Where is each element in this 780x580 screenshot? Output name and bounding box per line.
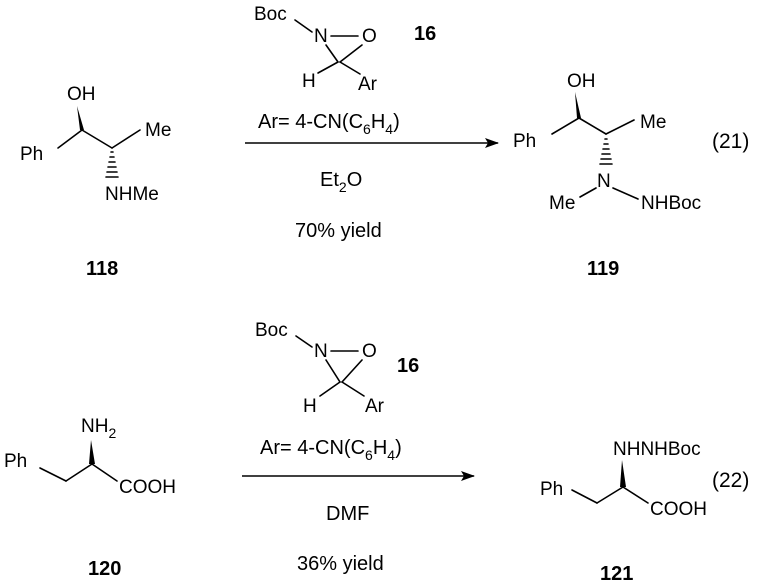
hydrazide-label: NHNHBoc [613,439,701,460]
oxygen-label: O [362,341,377,362]
hydrogen-label: H [303,396,317,417]
wedge-bond [620,460,626,487]
compound-number-120: 120 [88,558,121,580]
bond-ph [57,129,83,149]
solvent-label: Et2O [320,169,362,195]
reaction-22: NH2 Ph COOH 120 Boc N O H Ar 16 Ar= 4-CN… [4,320,749,580]
nitrogen-label: N [314,26,328,47]
yield-label: 70% yield [295,220,382,242]
bond-n-c [325,359,341,383]
nitrogen-label: N [597,171,611,192]
bond-ph-ch2 [39,467,67,482]
bond-n-me [579,187,597,198]
yield-label: 36% yield [297,553,384,575]
phenyl-label: Ph [540,479,563,500]
aryl-label: Ar [358,74,378,95]
bond-ph [551,117,580,135]
bond-o-c [341,359,363,383]
bond-n-n [612,187,639,200]
bond-me [605,119,635,135]
bond-me [111,129,141,149]
bond-backbone [578,117,607,135]
bond-boc-n [295,335,313,348]
wedge-bond [89,440,95,464]
methyl-label: Me [640,112,666,133]
bond-ph-ch2 [571,489,598,504]
phenyl-label: Ph [20,144,43,165]
compound-number-121: 121 [600,563,633,580]
hash-bond [105,151,119,178]
wedge-bond [575,92,581,118]
amino-label: NH2 [81,416,116,441]
compound-118: OH Me Ph NHMe 118 [20,84,171,280]
hash-bond [599,138,613,165]
oxaziridine-reagent-16: Boc N O H Ar 16 [255,320,419,417]
aryl-definition: Ar= 4-CN(C6H4) [258,111,400,137]
wedge-bond [77,106,84,130]
bond-backbone [81,129,113,149]
equation-number-22: (22) [712,469,749,492]
oxygen-label: O [362,26,377,47]
hydroxyl-label: OH [67,84,96,105]
nitrogen-label: N [314,341,328,362]
bond-c-h [317,61,339,74]
phenyl-label: Ph [513,131,536,152]
boc-label: Boc [255,320,288,341]
compound-number-118: 118 [86,258,118,280]
compound-number-16: 16 [397,355,419,377]
compound-119: OH Me Ph N Me NHBoc 119 [513,71,701,280]
hydroxyl-label: OH [567,71,596,92]
bond-c-ar [341,381,365,397]
bond-ca-cooh [622,486,649,504]
bond-ca-cooh [91,463,118,482]
bond-boc-n [294,19,313,33]
bond-c-h [319,381,341,397]
compound-120: NH2 Ph COOH 120 [4,416,176,580]
bond-n-c [325,44,339,63]
boc-label: Boc [254,4,287,25]
equation-number-21: (21) [712,130,749,153]
methyl-label: Me [145,120,171,141]
oxaziridine-reagent-16: Boc N O H Ar 16 [254,4,436,95]
solvent-label: DMF [326,503,369,525]
phenyl-label: Ph [4,451,27,472]
methylamino-label: NHMe [105,184,159,205]
hydrogen-label: H [302,71,316,92]
carboxyl-label: COOH [119,477,176,498]
aryl-label: Ar [365,396,385,417]
aryl-definition: Ar= 4-CN(C6H4) [260,437,402,463]
bond-ch2-ca [65,463,93,482]
compound-121: NHNHBoc Ph COOH 121 [540,439,707,580]
bond-o-c [339,44,363,63]
reaction-21: OH Me Ph NHMe 118 Boc N O H [20,4,749,280]
bond-ch2-ca [596,486,624,504]
carboxyl-label: COOH [650,499,707,520]
n-methyl-label: Me [549,193,575,214]
compound-number-16: 16 [414,23,436,45]
bond-c-ar [339,61,361,75]
nhboc-label: NHBoc [641,193,701,214]
compound-number-119: 119 [587,258,619,280]
